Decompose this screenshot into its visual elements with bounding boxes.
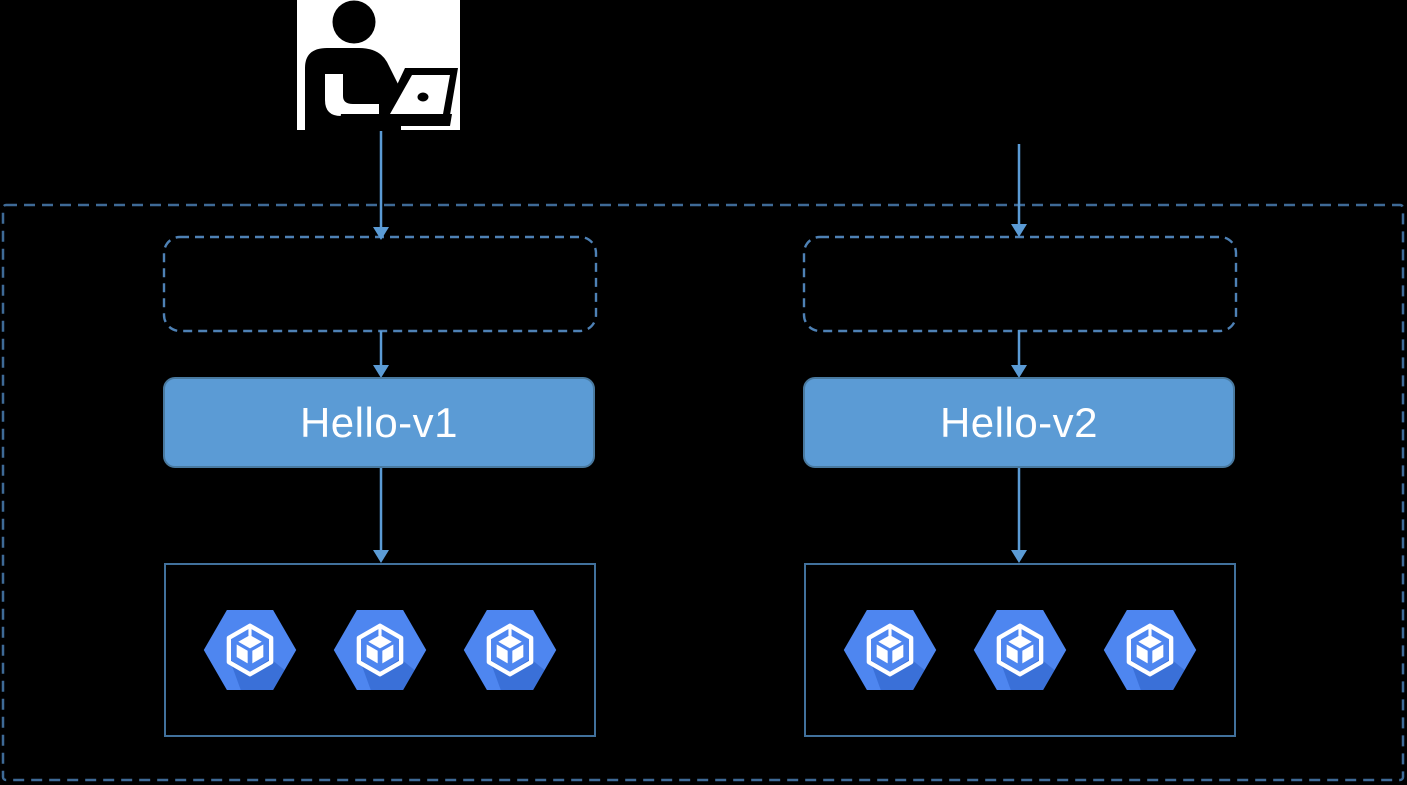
gke-node-icon bbox=[973, 609, 1067, 691]
deployment-label: Hello-v2 bbox=[939, 398, 1099, 446]
arrow-into-service-v2 bbox=[1011, 144, 1027, 237]
service-box-v2 bbox=[802, 235, 1238, 333]
deployment-hello-v2: Hello-v2 bbox=[803, 377, 1235, 468]
node-pool-v2 bbox=[804, 563, 1236, 737]
gke-node-icon bbox=[203, 609, 297, 691]
arrow-service-to-deployment-v1 bbox=[373, 331, 389, 378]
gke-node-icon bbox=[463, 609, 557, 691]
arrow-user-to-service-v1 bbox=[373, 131, 389, 240]
arrow-deployment-to-nodes-v1 bbox=[373, 468, 389, 563]
person-at-laptop-icon bbox=[297, 0, 460, 130]
deployment-label: Hello-v1 bbox=[299, 398, 459, 446]
gke-node-icon bbox=[333, 609, 427, 691]
node-pool-v1 bbox=[164, 563, 596, 737]
service-box-v1 bbox=[162, 235, 598, 333]
gke-node-icon bbox=[1103, 609, 1197, 691]
arrow-service-to-deployment-v2 bbox=[1011, 330, 1027, 378]
arrow-deployment-to-nodes-v2 bbox=[1011, 468, 1027, 563]
deployment-hello-v1: Hello-v1 bbox=[163, 377, 595, 468]
gke-node-icon bbox=[843, 609, 937, 691]
